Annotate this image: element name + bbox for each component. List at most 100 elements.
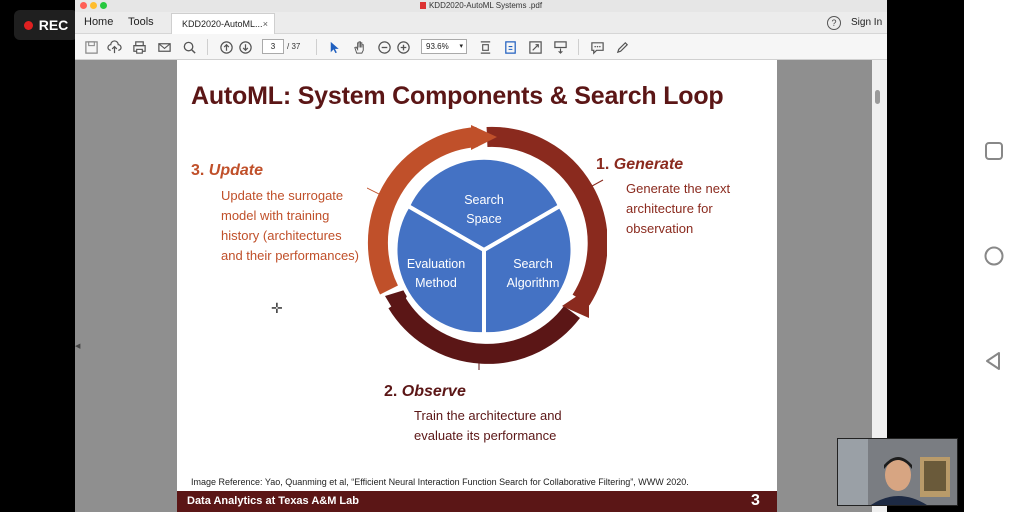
step-update-word: Update [208,162,264,179]
tab-close-icon[interactable]: × [262,19,268,29]
segment-label: Algorithm [507,276,560,290]
step-generate-body: Generate the next architecture for obser… [626,179,730,239]
step-observe-line: evaluate its performance [414,428,557,443]
document-tab-label: KDD2020-AutoML... [182,19,263,29]
slide-number: 3 [751,492,760,509]
back-button[interactable] [978,345,1010,377]
step-update-heading: 3. Update [191,162,263,180]
slide-title: AutoML: System Components & Search Loop [191,82,724,110]
toolbar: / 37 93.6% ▾ [75,34,887,60]
highlight-pen-icon[interactable] [614,39,630,55]
step-observe-body: Train the architecture and evaluate its … [414,406,562,446]
update-arrowhead-icon [471,125,497,150]
fullscreen-icon[interactable] [527,39,543,55]
fit-page-icon[interactable] [477,39,493,55]
upload-icon[interactable] [106,39,122,55]
comment-icon[interactable] [589,39,605,55]
recording-label: REC [38,17,69,33]
segment-label: Search [513,257,553,271]
print-icon[interactable] [131,39,147,55]
record-dot-icon [23,20,33,30]
maximize-window-icon[interactable] [100,2,107,9]
step-generate-line: observation [626,221,694,236]
chevron-down-icon: ▾ [459,43,463,50]
minimize-window-icon[interactable] [90,2,97,9]
menu-tools[interactable]: Tools [128,16,154,28]
toolbar-divider [316,39,317,55]
android-nav-bar [964,0,1024,512]
step-update-line: and their performances) [221,248,360,263]
search-loop-diagram: Search Space Evaluation Method Search Al… [367,125,607,370]
update-leader-line [367,187,384,197]
page-icon[interactable] [502,39,518,55]
sign-in-link[interactable]: Sign In [851,17,883,28]
webcam-video [837,438,958,506]
step-update-line: model with training [221,208,330,223]
step-update-number: 3. [191,162,205,179]
footer-lab-name: Data Analytics at Texas A&M Lab [187,495,359,507]
scroll-thumb[interactable] [875,90,880,104]
observe-arc [388,297,580,364]
generate-leader-line [582,179,604,192]
segment-label: Evaluation [407,257,465,271]
email-icon[interactable] [156,39,172,55]
step-observe-number: 2. [384,383,398,400]
window-titlebar: KDD2020-AutoML Systems .pdf [75,0,887,12]
hand-icon[interactable] [351,39,367,55]
scroll-mode-icon[interactable] [552,39,568,55]
slide-footer: Data Analytics at Texas A&M Lab 3 [177,491,777,512]
toolbar-divider [578,39,579,55]
search-algorithm-segment [482,203,575,337]
observe-arrowhead-icon [385,288,411,316]
pdf-viewer-window: KDD2020-AutoML Systems .pdf Home Tools K… [75,0,887,512]
step-update-line: Update the surrogate [221,188,344,203]
search-icon[interactable] [181,39,197,55]
help-icon[interactable]: ? [827,16,841,30]
step-generate-line: architecture for [626,201,713,216]
left-pane-handle-icon[interactable]: ◀ [75,343,81,350]
step-observe-line: Train the architecture and [414,408,562,423]
step-update-body: Update the surrogate model with training… [221,186,359,266]
crosshair-cursor-icon: ✛ [271,300,283,316]
page-up-icon[interactable] [218,39,234,55]
menu-bar: Home Tools [75,12,887,34]
select-arrow-icon[interactable] [326,39,342,55]
zoom-level-select[interactable]: 93.6% ▾ [421,39,467,54]
window-title: KDD2020-AutoML Systems .pdf [428,1,543,10]
zoom-in-icon[interactable] [395,39,411,55]
home-button[interactable] [978,240,1010,272]
vertical-scrollbar[interactable] [872,60,887,512]
image-reference: Image Reference: Yao, Quanming et al, “E… [191,477,689,487]
circle-icon [984,246,1004,266]
recent-apps-button[interactable] [978,135,1010,167]
close-window-icon[interactable] [80,2,87,9]
update-arc [367,127,478,295]
toolbar-divider [207,39,208,55]
page-number-input[interactable] [262,39,284,54]
recording-badge: REC [14,10,78,40]
zoom-level-value: 93.6% [426,42,449,51]
generate-arrowhead-icon [562,288,589,318]
step-generate-heading: 1. Generate [596,156,683,174]
document-area[interactable]: AutoML: System Components & Search Loop … [75,60,887,512]
segment-label: Method [415,276,457,290]
square-icon [985,142,1003,160]
zoom-out-icon[interactable] [376,39,392,55]
step-generate-line: Generate the next [626,181,731,196]
step-generate-number: 1. [596,156,610,173]
menu-home[interactable]: Home [84,16,114,28]
page-total-label: / 37 [287,42,301,51]
step-observe-heading: 2. Observe [384,383,466,401]
back-triangle-icon [986,352,1000,370]
step-observe-word: Observe [401,383,466,400]
evaluation-method-segment [393,203,486,337]
slide-page: AutoML: System Components & Search Loop … [177,60,777,512]
document-tab[interactable]: KDD2020-AutoML... × [171,13,275,34]
step-update-line: history (architectures [221,228,342,243]
save-icon[interactable] [83,39,99,55]
segment-label: Space [466,212,501,226]
page-down-icon[interactable] [237,39,253,55]
segment-label: Search [464,193,504,207]
presenter-video-frame [838,439,957,505]
